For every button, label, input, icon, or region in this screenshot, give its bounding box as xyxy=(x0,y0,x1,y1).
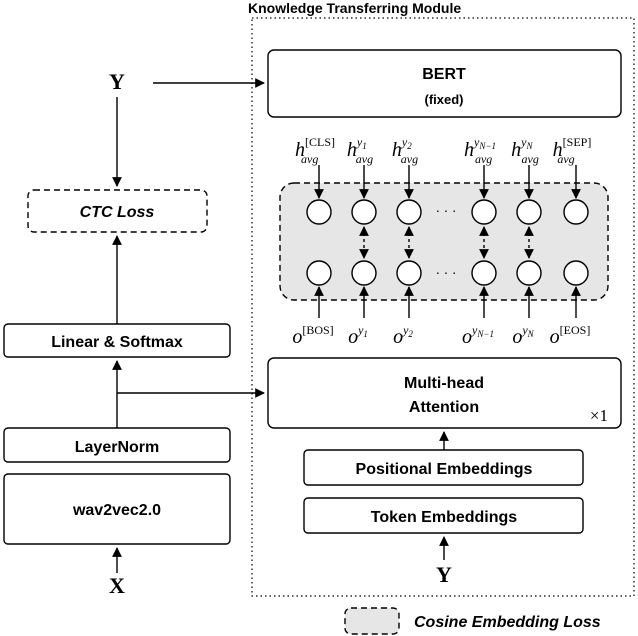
multihead-attention-box xyxy=(267,357,622,429)
y-label-left: Y xyxy=(109,69,125,94)
y-label-right: Y xyxy=(436,562,452,587)
attention-output-label-2: oy2 xyxy=(393,323,413,348)
bert-box xyxy=(267,49,622,118)
attention-node-5 xyxy=(563,260,589,286)
module-frame xyxy=(251,17,635,597)
ellipsis-bottom: · · · xyxy=(436,267,457,282)
node-grid xyxy=(306,165,589,318)
ctc-loss-label: CTC Loss xyxy=(80,204,155,221)
wav2vec-label: wav2vec2.0 xyxy=(72,502,161,519)
bert-node-1 xyxy=(351,199,377,225)
attention-output-label-0: o[BOS] xyxy=(292,323,333,348)
ctc-loss-box xyxy=(27,189,208,233)
repeat-count: ×1 xyxy=(590,406,608,425)
attention-output-label-5: o[EOS] xyxy=(550,323,591,348)
attention-node-0 xyxy=(306,260,332,286)
linear-softmax-box xyxy=(3,323,231,358)
attention-output-label-4: oyN xyxy=(512,323,534,348)
bert-node-4 xyxy=(516,199,542,225)
bert-node-0 xyxy=(306,199,332,225)
bert-sub-label: (fixed) xyxy=(425,92,464,107)
attention-outputs: o[BOS] oy1 oy2 oyN−1 oyN o[EOS] xyxy=(292,323,590,348)
wav2vec-box xyxy=(3,473,231,545)
bert-output-label-0: h[CLS]avg xyxy=(295,135,335,166)
attention-label-line2: Attention xyxy=(409,399,479,416)
bert-node-2 xyxy=(396,199,422,225)
layernorm-box xyxy=(3,427,231,463)
attention-node-3 xyxy=(471,260,497,286)
attention-output-label-3: oyN−1 xyxy=(462,323,494,348)
ellipsis-top: · · · xyxy=(436,205,457,220)
legend-swatch xyxy=(344,607,400,635)
attention-node-4 xyxy=(516,260,542,286)
bert-output-label-5: h[SEP]avg xyxy=(553,135,592,166)
attention-node-2 xyxy=(396,260,422,286)
attention-output-label-1: oy1 xyxy=(348,323,368,348)
x-label: X xyxy=(109,573,125,598)
token-embeddings-label: Token Embeddings xyxy=(371,509,517,526)
attention-node-1 xyxy=(351,260,377,286)
bert-label: BERT xyxy=(422,66,466,83)
bert-node-3 xyxy=(471,199,497,225)
layernorm-label: LayerNorm xyxy=(75,439,159,456)
linear-softmax-label: Linear & Softmax xyxy=(51,334,183,351)
positional-embeddings-label: Positional Embeddings xyxy=(356,461,533,478)
attention-label-line1: Multi-head xyxy=(404,375,484,392)
legend-label: Cosine Embedding Loss xyxy=(414,614,601,631)
bert-node-5 xyxy=(563,199,589,225)
cosine-loss-region xyxy=(279,182,609,301)
module-title: Knowledge Transferring Module xyxy=(248,0,461,16)
token-embeddings-box xyxy=(303,497,584,534)
positional-embeddings-box xyxy=(303,449,584,486)
